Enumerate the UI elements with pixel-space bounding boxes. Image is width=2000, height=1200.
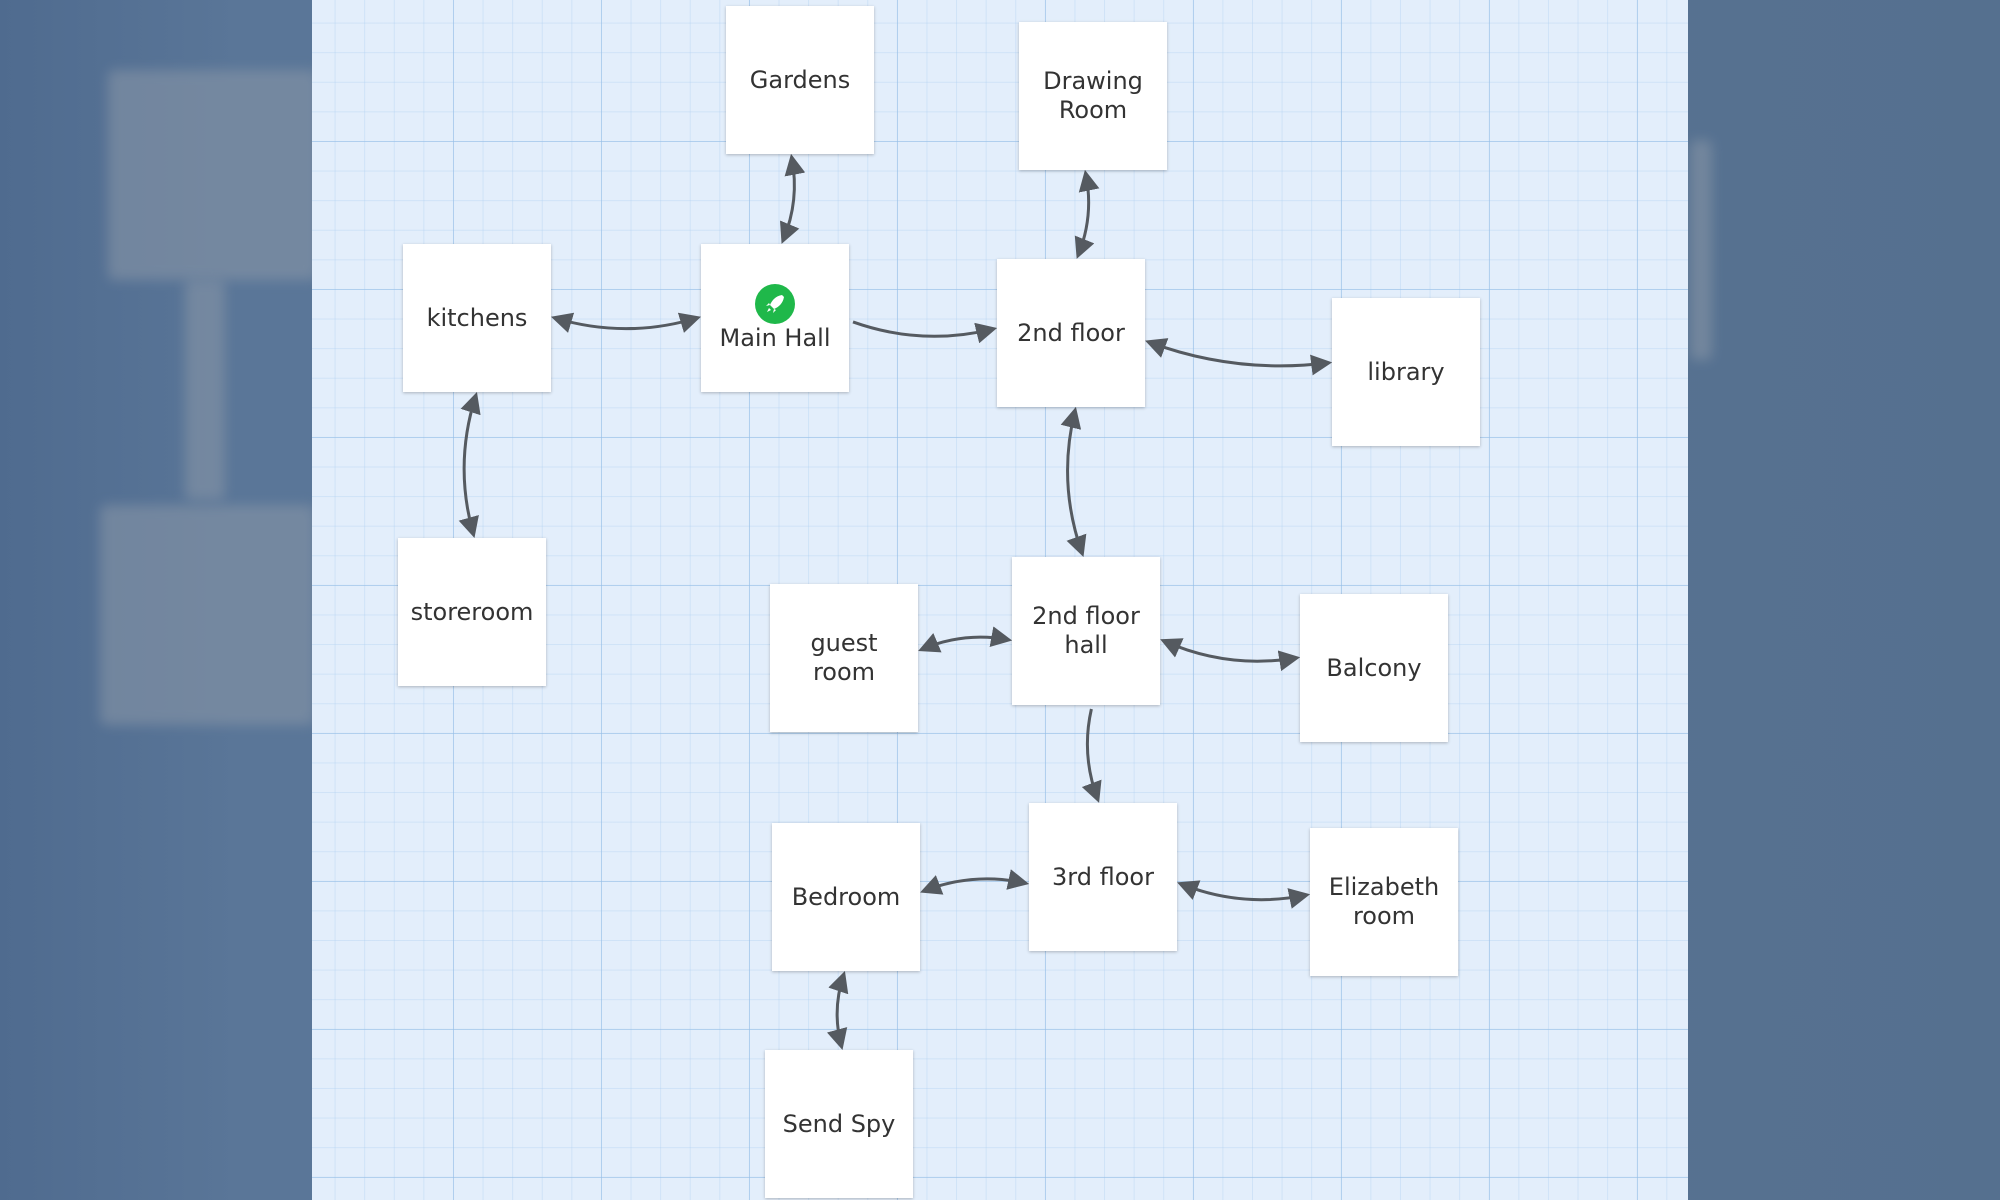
passage-kitchens[interactable]: kitchens xyxy=(403,244,551,392)
passage-2nd-floor-hall[interactable]: 2nd floor hall xyxy=(1012,557,1160,705)
passage-label: 3rd floor xyxy=(1052,862,1154,891)
passage-bedroom[interactable]: Bedroom xyxy=(772,823,920,971)
rocket-icon xyxy=(755,283,795,324)
link-main_hall-gardens xyxy=(779,153,806,244)
passage-label: Elizabeth room xyxy=(1328,873,1440,930)
passage-library[interactable]: library xyxy=(1332,298,1480,446)
passage-drawing-room[interactable]: Drawing Room xyxy=(1019,22,1167,170)
passage-links xyxy=(458,153,1333,1051)
passage-2nd-floor[interactable]: 2nd floor xyxy=(997,259,1145,407)
passage-label: 2nd floor hall xyxy=(1032,602,1140,659)
passage-label: Send Spy xyxy=(782,1109,896,1138)
passage-label: storeroom xyxy=(410,597,534,626)
passage-gardens[interactable]: Gardens xyxy=(726,6,874,154)
passage-storeroom[interactable]: storeroom xyxy=(398,538,546,686)
passage-label: library xyxy=(1367,357,1445,386)
link-second_floor_hall-guest_room xyxy=(918,626,1013,653)
link-second_floor-drawing_room xyxy=(1074,169,1100,259)
passage-3rd-floor[interactable]: 3rd floor xyxy=(1029,803,1177,951)
passage-label: Main Hall xyxy=(719,323,831,352)
passage-main-hall[interactable]: Main Hall xyxy=(701,244,849,392)
passage-balcony[interactable]: Balcony xyxy=(1300,594,1448,742)
passage-label: Gardens xyxy=(749,65,851,94)
blurred-panel xyxy=(108,70,318,280)
link-second_floor-second_floor_hall xyxy=(1060,406,1087,557)
passage-elizabeth-room[interactable]: Elizabeth room xyxy=(1310,828,1458,976)
link-kitchens-storeroom xyxy=(458,391,481,539)
passage-label: guest room xyxy=(810,629,878,686)
link-second_floor_hall-balcony xyxy=(1160,638,1301,672)
link-third_floor-bedroom xyxy=(920,869,1030,895)
link-second_floor_hall-third_floor xyxy=(1081,708,1102,803)
blurred-panel xyxy=(185,280,225,500)
passage-label: kitchens xyxy=(426,303,528,332)
story-map-canvas[interactable]: Gardens Drawing Room kitchens Main Hall … xyxy=(312,0,1688,1200)
blurred-panel xyxy=(1690,140,1712,360)
link-third_floor-elizabeth_room xyxy=(1177,880,1311,909)
passage-guest-room[interactable]: guest room xyxy=(770,584,918,732)
blurred-panel xyxy=(100,505,315,725)
link-bedroom-send_spy xyxy=(826,971,849,1051)
passage-label: 2nd floor xyxy=(1017,318,1125,347)
passage-send-spy[interactable]: Send Spy xyxy=(765,1050,913,1198)
link-second_floor-library xyxy=(1145,338,1333,376)
passage-label: Drawing Room xyxy=(1043,67,1143,124)
link-kitchens-main_hall xyxy=(550,312,702,333)
passage-label: Bedroom xyxy=(791,882,901,911)
passage-label: Balcony xyxy=(1326,653,1422,682)
link-main_hall-second_floor xyxy=(852,320,998,344)
